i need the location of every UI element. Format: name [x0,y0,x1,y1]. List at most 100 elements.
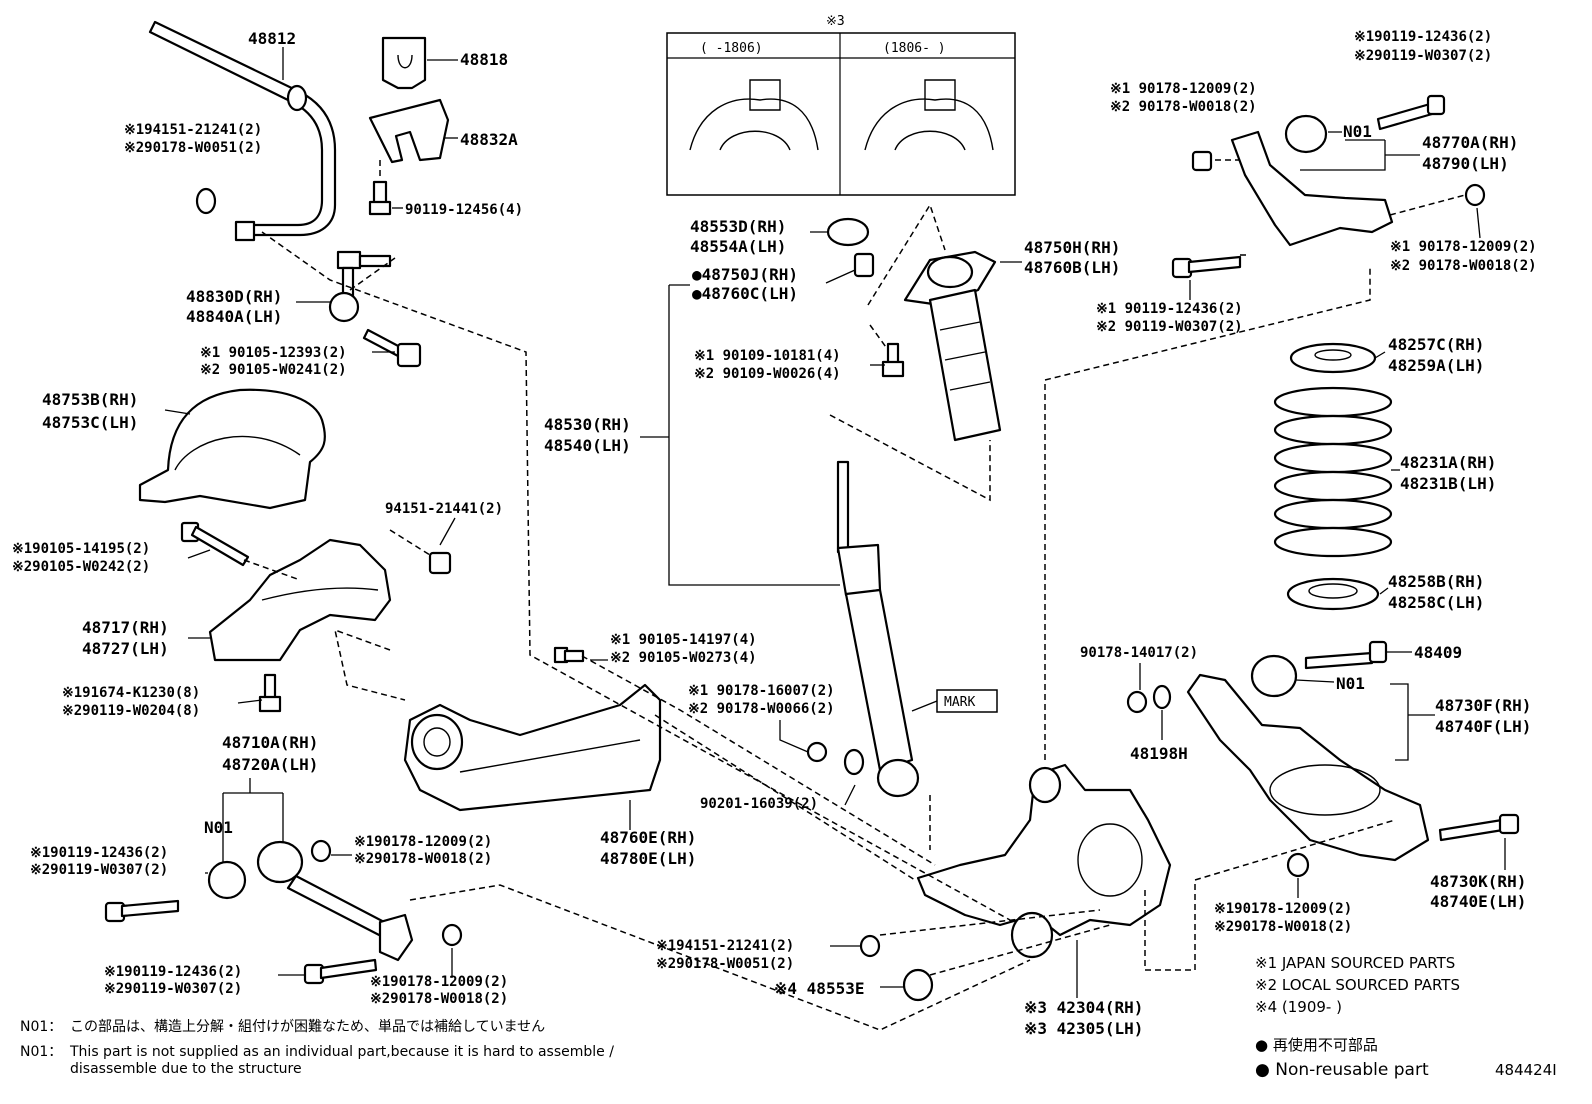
lower-arm-nut-b [1286,852,1310,878]
label-90178-14017: 90178-14017(2) [1080,645,1198,661]
label-48790: 48790(LH) [1422,154,1509,173]
label-90178-top-2: ※2 90178-W0018(2) [1110,99,1257,115]
figure-id: 484424I [1495,1061,1557,1079]
label-48727: 48727(LH) [82,639,169,658]
arm-nut-left [310,839,332,863]
label-90178-rb-1: ※190178-12009(2) [1214,901,1352,917]
leader-lines [164,47,1506,998]
legend: ※1 JAPAN SOURCED PARTS ※2 LOCAL SOURCED … [1255,954,1557,1080]
stabilizer-bar [148,20,337,242]
upper-arm [1230,130,1394,247]
label-90105-12393: ※1 90105-12393(2) [200,345,347,361]
label-48753c: 48753C(LH) [42,413,138,432]
part-labels: ※3 ( -1806) (1806- ) 48812 48818 48832A … [12,14,1537,1038]
label-90119-left-2: ※290119-W0307(2) [30,862,168,878]
label-90105-w0273: ※2 90105-W0273(4) [610,650,757,666]
label-48198h: 48198H [1130,744,1188,763]
lower-arm-bolt [1304,640,1388,670]
legend-japan-sourced: ※1 JAPAN SOURCED PARTS [1255,954,1455,972]
lower-control-arm [1186,673,1430,862]
stabilizer-nut [195,187,217,215]
label-48553e: ※4 48553E [774,979,864,998]
label-n01-right: N01 [1336,674,1365,693]
small-bolt [258,673,282,713]
arm-bolt-left [104,899,180,923]
upper-arm-bolt-b [1171,255,1242,279]
label-42305: ※3 42305(LH) [1024,1019,1143,1038]
link-bolt [362,328,422,368]
label-stabilizer-note-1: ※194151-21241(2) [124,122,262,138]
label-48750j: ●48750J(RH) [692,265,798,284]
label-90178-top-1: ※1 90178-12009(2) [1110,81,1257,97]
shock-washer [843,748,865,776]
n01-notes: N01： この部品は、構造上分解・組付けが困難なため、単品では補給していません … [20,1019,614,1077]
label-90105-14197: ※1 90105-14197(4) [610,632,757,648]
lower-arm-bushing [1250,654,1298,698]
label-48258c: 48258C(LH) [1388,593,1484,612]
variant-left-label: ( -1806) [700,41,763,56]
label-90119-w0204: ※290119-W0204(8) [62,703,200,719]
label-48717: 48717(RH) [82,618,169,637]
label-48740e: 48740E(LH) [1430,892,1526,911]
label-48257c: 48257C(RH) [1388,335,1484,354]
label-n01-left: N01 [204,818,233,837]
label-48760c: ●48760C(LH) [692,284,798,303]
support-bolt [881,342,905,378]
bushing-bracket [368,98,450,164]
upper-arm-nut-a [1191,150,1213,172]
label-90119-bottom-2: ※290119-W0307(2) [104,981,242,997]
note-en-line-2: disassemble due to the structure [70,1061,302,1077]
label-48710a: 48710A(RH) [222,733,318,752]
lower-spring-seat [1286,577,1380,611]
label-48720a: 48720A(LH) [222,755,318,774]
upper-arm-bolt [1376,94,1446,131]
variant-box [666,32,1016,196]
label-48812: 48812 [248,29,296,48]
bump-stopper [928,288,1002,442]
label-90105-14195: ※190105-14195(2) [12,541,150,557]
heat-insulator [138,388,326,510]
variant-box-header: ※3 [826,14,845,29]
label-48540: 48540(LH) [544,436,631,455]
upper-spring-seat [1289,342,1377,374]
label-90178-bottom-1: ※190178-12009(2) [370,974,508,990]
label-48730f: 48730F(RH) [1435,696,1531,715]
label-48530: 48530(RH) [544,415,631,434]
label-90178-rb-2: ※290178-W0018(2) [1214,919,1352,935]
arm-nut-bottom [441,923,463,947]
trailing-arm [403,683,662,812]
label-48730k: 48730K(RH) [1430,872,1526,891]
label-48760e: 48760E(RH) [600,828,696,847]
coil-spring [1273,386,1393,558]
label-stabilizer-note-2: ※290178-W0051(2) [124,140,262,156]
label-48780e: 48780E(LH) [600,849,696,868]
rear-carrier-bracket [208,538,392,662]
label-48231a: 48231A(RH) [1400,453,1496,472]
arm-bushing-left [207,860,247,900]
label-90178-bottom-2: ※290178-W0018(2) [370,991,508,1007]
support-cap [826,217,870,247]
label-94151-21441: 94151-21441(2) [385,501,503,517]
lower-arm-nut [1126,690,1148,714]
shock-absorber [836,460,920,798]
label-90178-left-1: ※190178-12009(2) [354,834,492,850]
variant-right-label: (1806- ) [883,41,946,56]
carrier-bolt [180,521,250,567]
label-94151-knuckle-1: ※194151-21241(2) [656,938,794,954]
label-90178-16007: ※1 90178-16007(2) [688,683,835,699]
label-90178-right-1: ※1 90178-12009(2) [1390,239,1537,255]
label-48830d: 48830D(RH) [186,287,282,306]
assembly-lines [243,159,1466,1031]
label-94151-knuckle-2: ※290178-W0051(2) [656,956,794,972]
cam-plate [1152,684,1172,710]
label-90109-10181: ※1 90109-10181(4) [694,348,841,364]
legend-local-sourced: ※2 LOCAL SOURCED PARTS [1255,976,1460,994]
label-90178-left-2: ※290178-W0018(2) [354,851,492,867]
steering-knuckle [916,763,1172,959]
bracket-bolt [368,180,392,216]
label-48750h: 48750H(RH) [1024,238,1120,257]
trailing-arm-bolt [553,646,585,664]
label-42304: ※3 42304(RH) [1024,998,1143,1017]
